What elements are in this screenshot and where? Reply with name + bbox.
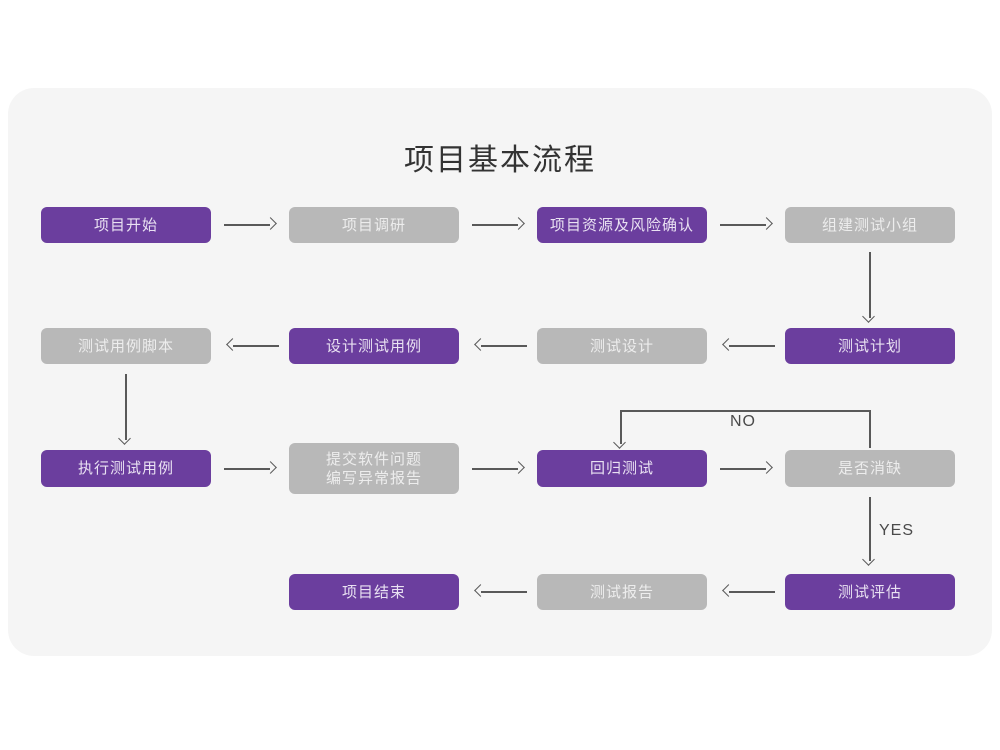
node-test-design[interactable]: 测试设计 [537, 328, 707, 364]
node-test-report[interactable]: 测试报告 [537, 574, 707, 610]
arrow-n6-to-n7 [472, 338, 527, 352]
arrow-n1-to-n2 [224, 217, 279, 231]
arrow-shaft [481, 591, 527, 593]
arrow-shaft [720, 468, 766, 470]
node-defect-resolved[interactable]: 是否消缺 [785, 450, 955, 487]
node-test-evaluation[interactable]: 测试评估 [785, 574, 955, 610]
arrow-shaft [472, 468, 518, 470]
arrow-shaft [720, 224, 766, 226]
node-test-plan[interactable]: 测试计划 [785, 328, 955, 364]
node-project-start[interactable]: 项目开始 [41, 207, 211, 243]
node-testcase-script[interactable]: 测试用例脚本 [41, 328, 211, 364]
arrow-n10-to-n11 [472, 461, 527, 475]
arrow-n11-to-n12 [720, 461, 775, 475]
arrow-shaft [869, 252, 871, 318]
node-regression-test[interactable]: 回归测试 [537, 450, 707, 487]
edge-label-yes: YES [879, 522, 915, 539]
node-form-test-team[interactable]: 组建测试小组 [785, 207, 955, 243]
arrow-shaft [869, 497, 871, 561]
arrow-shaft [233, 345, 279, 347]
arrow-n13-to-n14 [720, 584, 775, 598]
node-project-research[interactable]: 项目调研 [289, 207, 459, 243]
edge-label-no: NO [730, 413, 756, 430]
diagram-panel [8, 88, 992, 656]
arrow-shaft [224, 224, 270, 226]
loop-vertical-left [620, 410, 622, 444]
arrow-shaft [224, 468, 270, 470]
loop-vertical-right [869, 410, 871, 448]
arrow-n8-to-n9 [118, 374, 132, 446]
page-title: 项目基本流程 [404, 144, 596, 177]
arrow-shaft [472, 224, 518, 226]
arrow-n5-to-n6 [720, 338, 775, 352]
arrow-n7-to-n8 [224, 338, 279, 352]
arrow-shaft [729, 345, 775, 347]
arrow-shaft [125, 374, 127, 440]
arrow-n9-to-n10 [224, 461, 279, 475]
loop-no-path [613, 410, 875, 452]
arrow-n3-to-n4 [720, 217, 775, 231]
arrow-n4-to-n5 [862, 252, 876, 324]
arrow-shaft [481, 345, 527, 347]
arrow-n2-to-n3 [472, 217, 527, 231]
loop-horizontal [620, 410, 871, 412]
node-execute-testcase[interactable]: 执行测试用例 [41, 450, 211, 487]
node-resource-risk-confirm[interactable]: 项目资源及风险确认 [537, 207, 707, 243]
node-project-end[interactable]: 项目结束 [289, 574, 459, 610]
node-design-testcase[interactable]: 设计测试用例 [289, 328, 459, 364]
node-submit-issue-report[interactable]: 提交软件问题 编写异常报告 [289, 443, 459, 494]
arrow-shaft [729, 591, 775, 593]
arrow-n12-to-n13 [862, 497, 876, 569]
arrow-n14-to-n15 [472, 584, 527, 598]
